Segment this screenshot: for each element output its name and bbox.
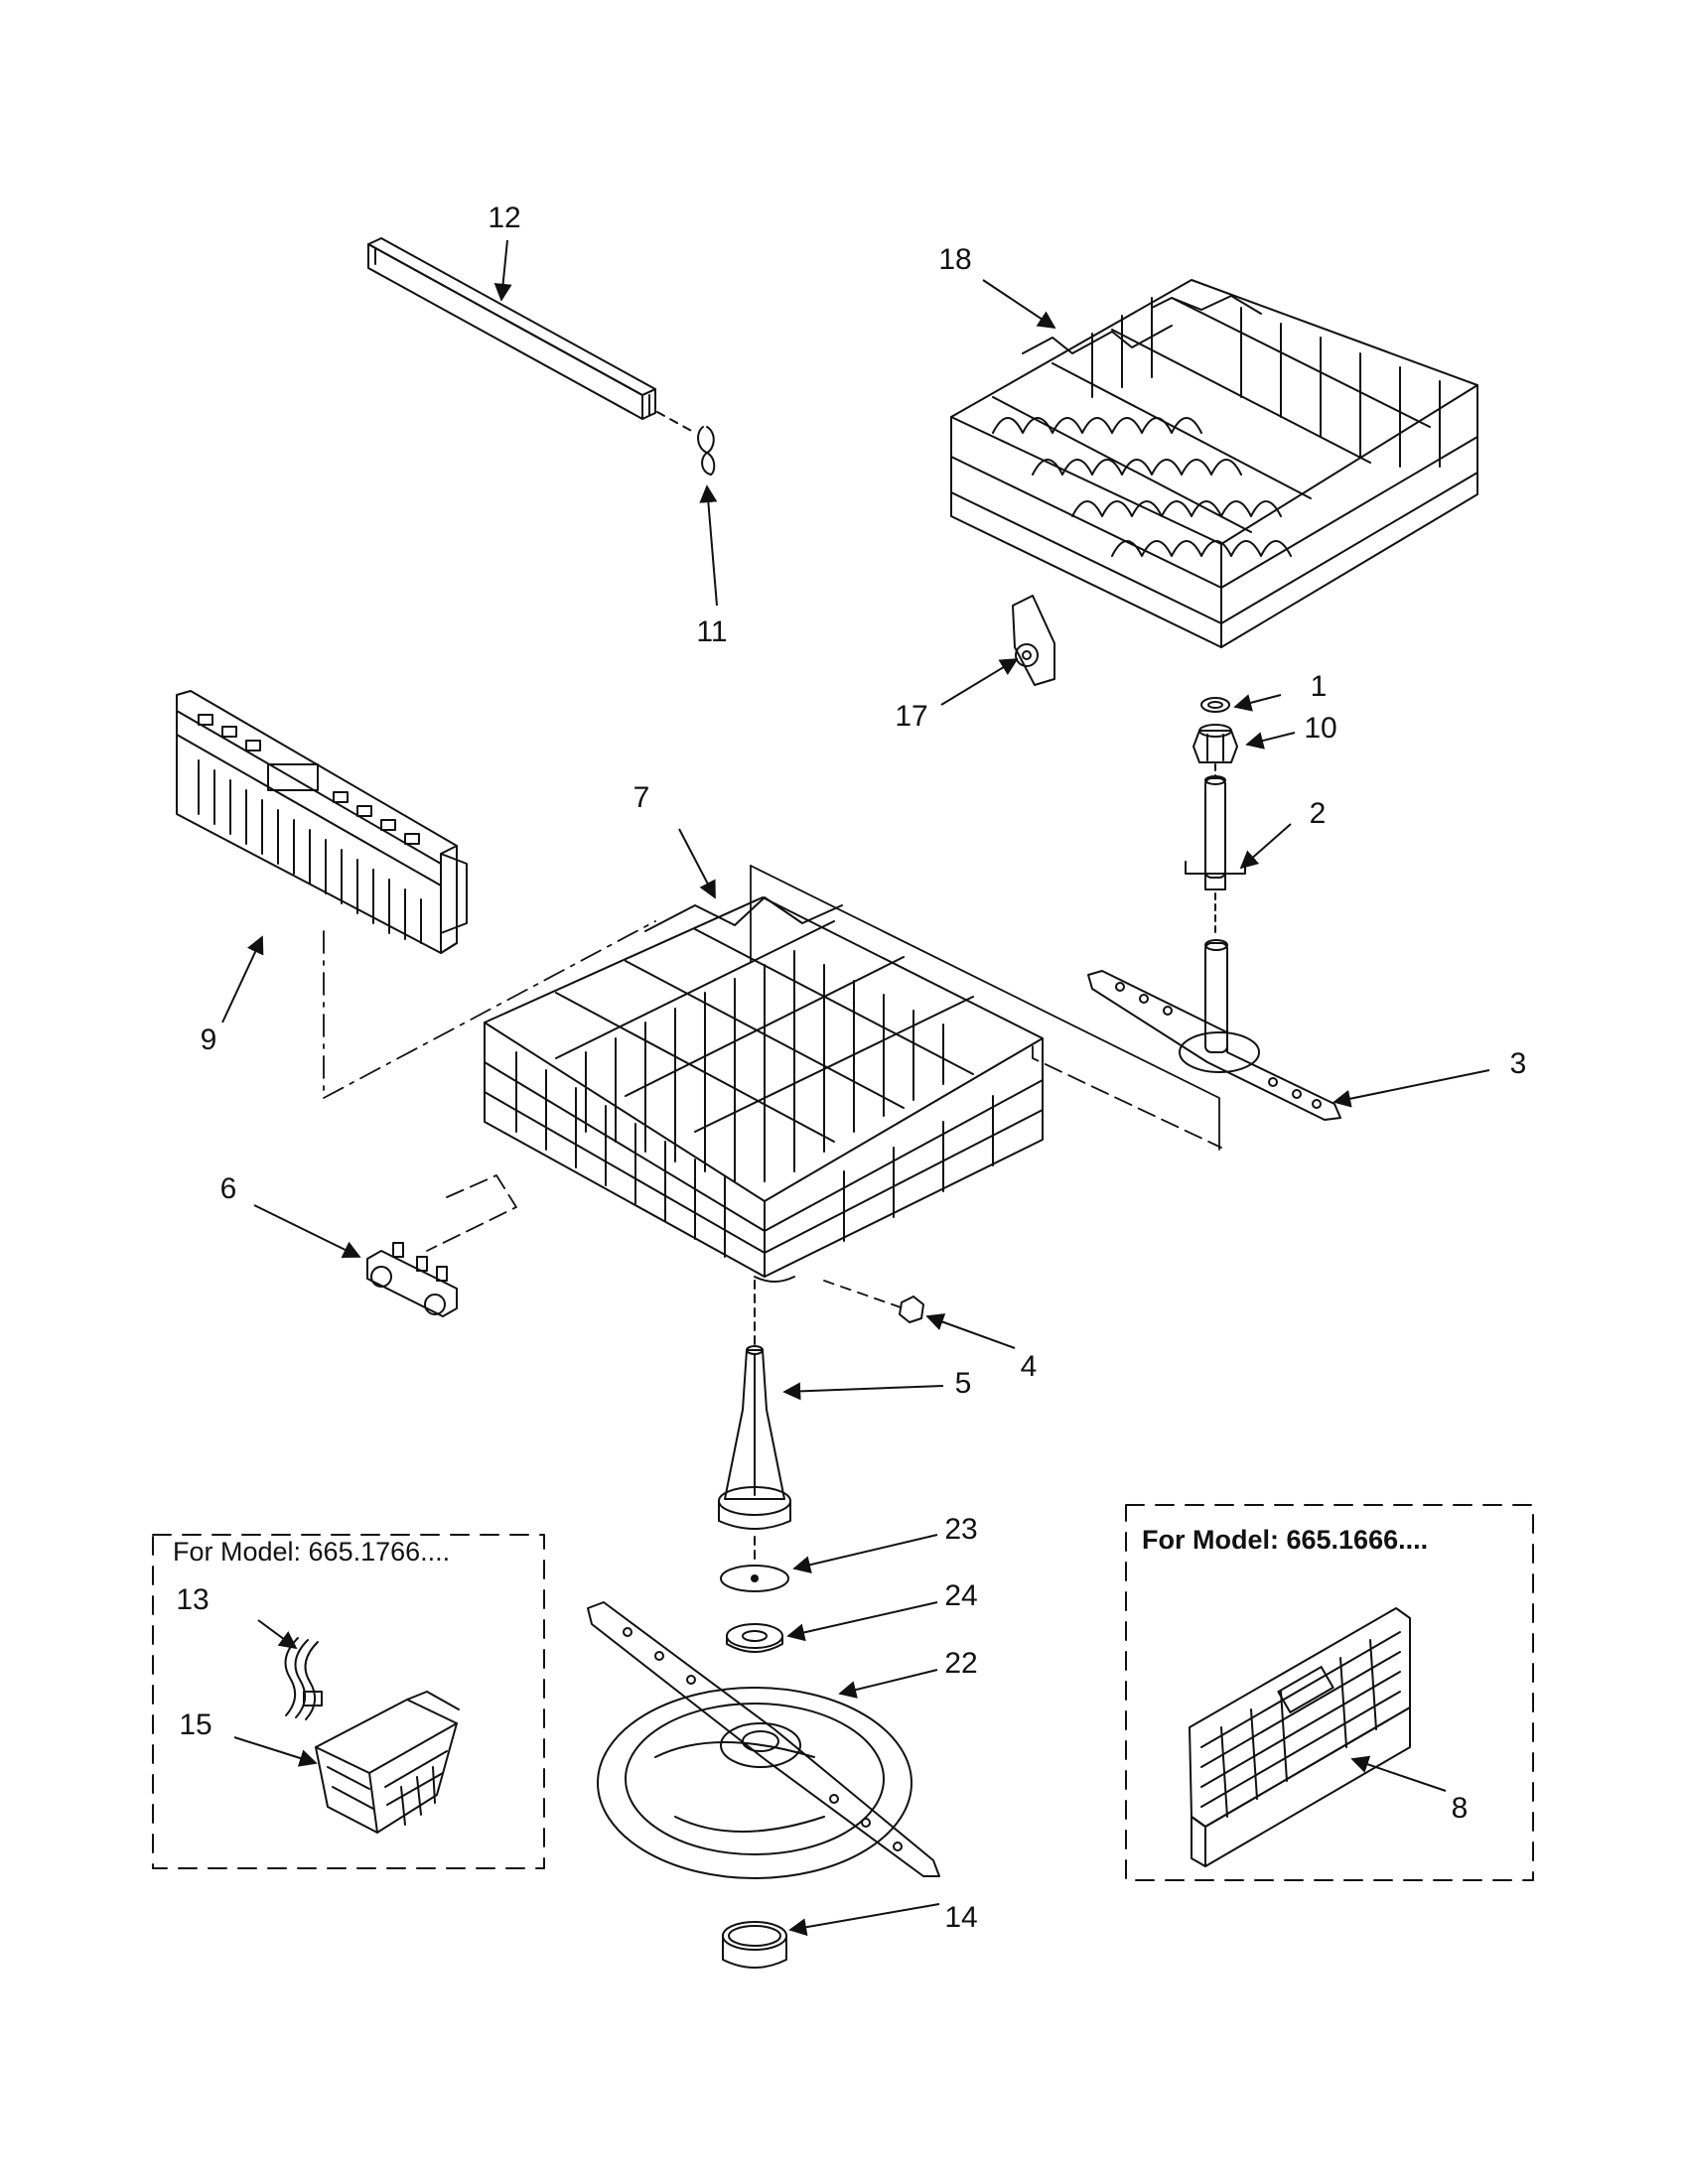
washer-part-24	[726, 1623, 783, 1653]
arrow-9	[221, 935, 264, 1024]
arrow-15	[233, 1736, 318, 1767]
basket-part-15	[315, 1691, 460, 1834]
spray-tower-part-5	[718, 1345, 791, 1530]
arrow-4	[925, 1313, 1016, 1349]
arrow-13	[257, 1619, 298, 1650]
part-label-1: 1	[1310, 670, 1328, 703]
model-box-665-1666	[1125, 1504, 1534, 1881]
leader-12-11	[656, 411, 696, 434]
nut-part-10	[1193, 724, 1238, 763]
rail-bar-part-12	[367, 237, 656, 420]
arrow-8	[1350, 1755, 1447, 1792]
washer-part-23	[720, 1565, 789, 1592]
arrow-22	[838, 1669, 938, 1699]
part-label-23: 23	[944, 1513, 978, 1546]
lower-rack-part-7	[484, 896, 1044, 1283]
arrow-17	[940, 658, 1019, 706]
part-label-5: 5	[954, 1367, 972, 1400]
arrow-2	[1239, 823, 1292, 870]
part-label-8: 8	[1451, 1792, 1469, 1825]
part-label-24: 24	[944, 1579, 978, 1612]
wheel-bracket-part-6	[366, 1242, 458, 1317]
clip-part-11	[697, 426, 716, 476]
part-label-17: 17	[895, 700, 928, 733]
part-label-6: 6	[219, 1172, 237, 1205]
part-label-4: 4	[1020, 1350, 1038, 1383]
silverware-basket-part-8	[1189, 1607, 1411, 1867]
upper-rack-part-18	[950, 279, 1478, 648]
part-label-13: 13	[176, 1583, 210, 1616]
part-label-14: 14	[944, 1901, 978, 1934]
arrow-18	[982, 279, 1056, 329]
model-box-665-1766	[152, 1534, 545, 1869]
part-label-18: 18	[938, 243, 972, 276]
part-label-11: 11	[696, 615, 728, 648]
part-label-12: 12	[488, 202, 521, 234]
model-box-title-right: For Model: 665.1666....	[1142, 1525, 1429, 1555]
assembly-guide-lines	[323, 865, 1222, 1309]
nut-part-4	[899, 1296, 924, 1323]
part-label-2: 2	[1309, 797, 1327, 830]
arrow-24	[786, 1601, 938, 1642]
harness-part-13	[284, 1637, 323, 1720]
feed-tube-part-2	[1185, 775, 1246, 890]
part-label-3: 3	[1509, 1047, 1527, 1080]
part-label-7: 7	[632, 781, 650, 814]
part-label-9: 9	[200, 1024, 217, 1056]
part-label-10: 10	[1304, 712, 1337, 745]
lower-spray-arm-part-22	[587, 1601, 940, 1879]
seal-ring-part-1	[1200, 697, 1230, 713]
arrow-10	[1245, 732, 1296, 750]
arrow-5	[782, 1382, 944, 1401]
leader-arrows	[221, 239, 1490, 1937]
part-label-15: 15	[179, 1708, 212, 1741]
arrow-3	[1333, 1069, 1490, 1108]
part-label-22: 22	[944, 1647, 978, 1680]
arrow-1	[1233, 694, 1282, 712]
arrow-12	[493, 239, 512, 302]
silverware-basket-part-9	[176, 690, 468, 954]
ring-part-14	[722, 1921, 787, 1969]
model-box-title-left: For Model: 665.1766....	[173, 1537, 451, 1567]
arrow-14	[788, 1903, 940, 1937]
arrow-23	[792, 1534, 938, 1574]
arrow-7	[678, 828, 716, 899]
middle-spray-arm-part-3	[1087, 939, 1341, 1121]
bracket-part-17	[1012, 595, 1055, 686]
arrow-6	[253, 1204, 361, 1258]
arrow-11	[699, 484, 718, 607]
